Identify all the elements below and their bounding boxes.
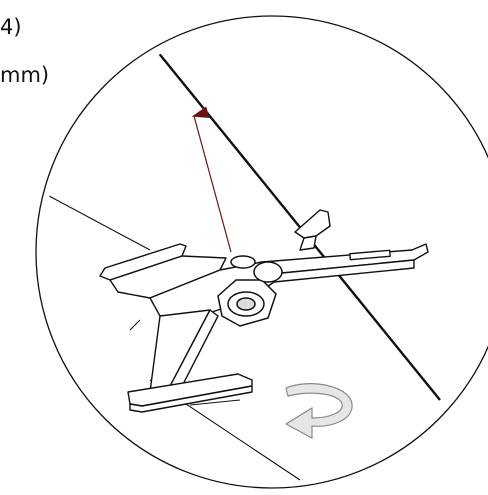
detail-contents [40, 29, 441, 481]
rail-edge-line-heavy [139, 29, 441, 401]
rail-edge-fragment [129, 319, 141, 331]
up-arrow-icon [191, 106, 232, 253]
bolt-nut [217, 255, 283, 327]
detail-circle-outline [35, 15, 488, 489]
rail-edge-line-left [40, 174, 151, 251]
rail-edge-short [189, 399, 241, 406]
callout-text-line-1: 4) [0, 15, 22, 39]
rotate-arrow-icon [284, 383, 353, 440]
clamp-bracket [99, 209, 429, 413]
callout-text-line-2: mm) [0, 63, 50, 87]
